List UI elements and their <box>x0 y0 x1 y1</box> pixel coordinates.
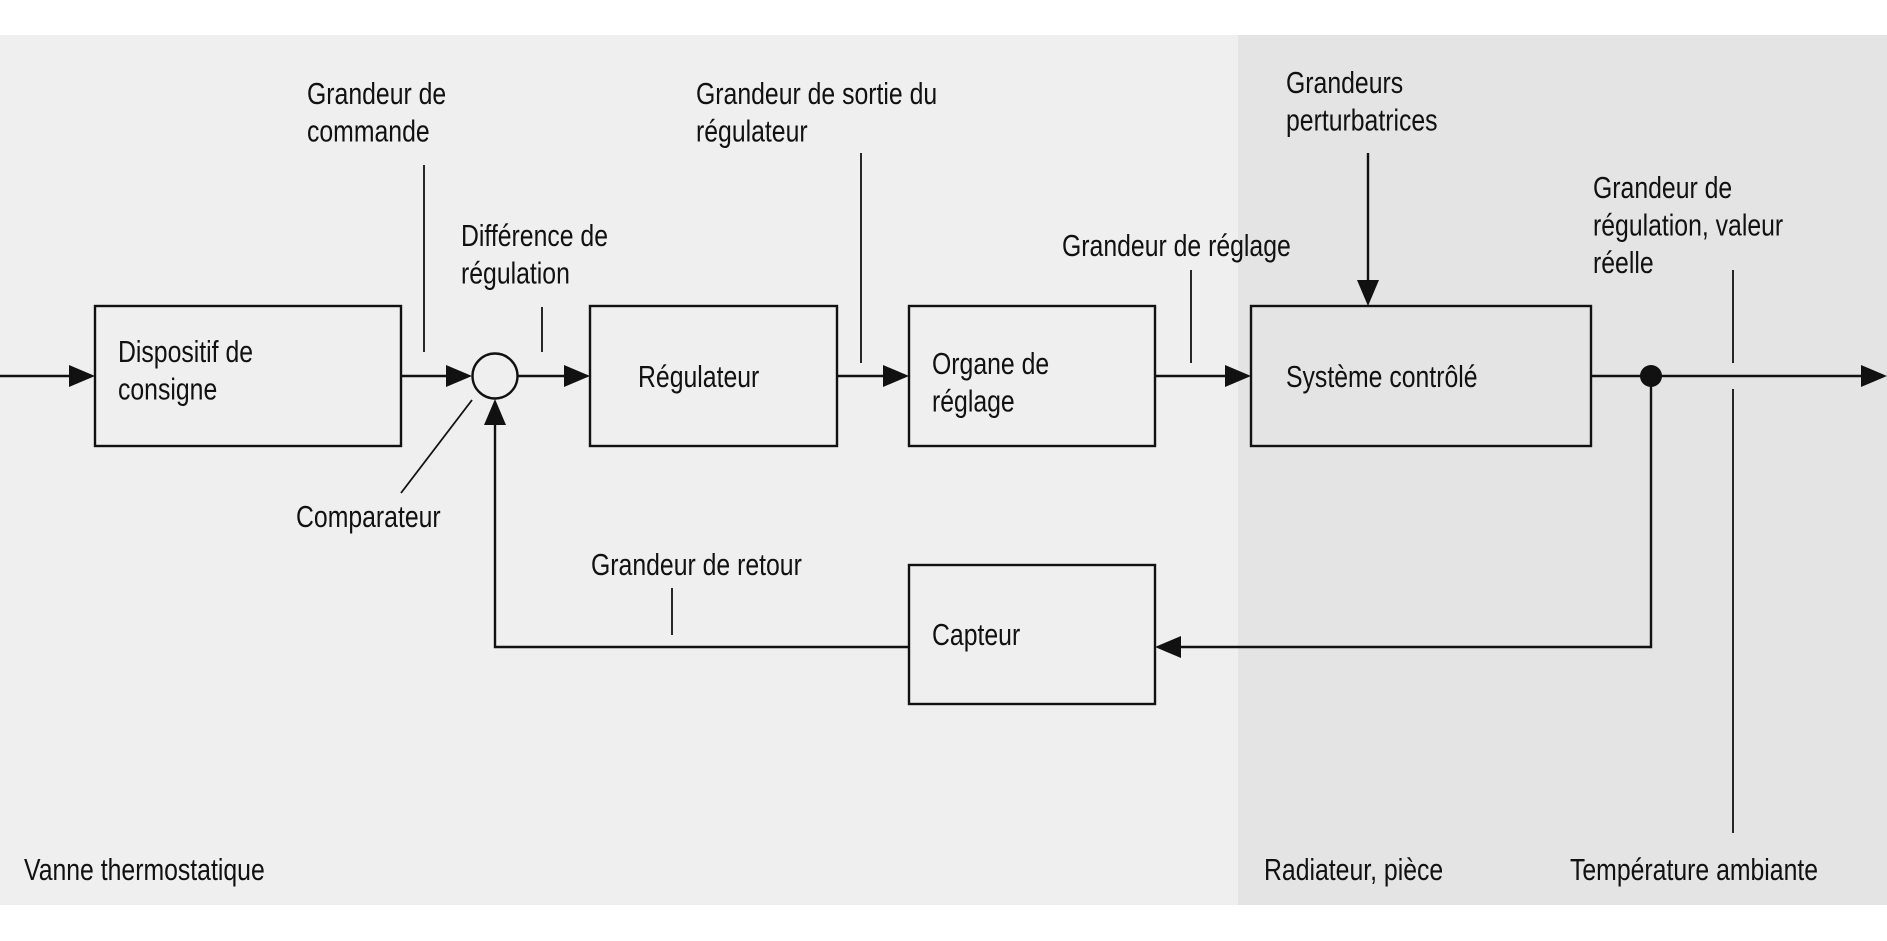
comparator-circle <box>471 352 519 400</box>
actuator-block-label-line: Organe de <box>932 346 1049 380</box>
controlled-variable-label-line: régulation, valeur <box>1593 208 1783 242</box>
thermostatic-valve-label: Vanne thermostatique <box>24 852 265 886</box>
controller-input-arrowhead <box>564 365 590 387</box>
error-signal-label-line: régulation <box>461 256 570 290</box>
actuator-block-label: Organe de réglage <box>932 346 1049 418</box>
input-arrowhead <box>69 365 95 387</box>
manipulated-variable-label: Grandeur de réglage <box>1062 228 1291 262</box>
controlled-variable-label-line: réelle <box>1593 245 1654 279</box>
disturbances-label: Grandeurs perturbatrices <box>1286 65 1438 137</box>
feedback-to-sensor-connector <box>1180 376 1653 649</box>
error-signal-label-line: Différence de <box>461 218 608 252</box>
controller-output-label: Grandeur de sortie du régulateur <box>696 76 937 148</box>
disturbance-arrowhead <box>1357 280 1379 306</box>
comparator-label-line: Comparateur <box>296 499 441 533</box>
radiator-room-label-line: Radiateur, pièce <box>1264 852 1443 886</box>
disturbances-label-line: Grandeurs <box>1286 65 1403 99</box>
setpoint-block-label-line: consigne <box>118 372 217 406</box>
radiator-room-label: Radiateur, pièce <box>1264 852 1443 886</box>
sensor-block-label: Capteur <box>932 617 1020 651</box>
sensor-to-comparator-connector <box>493 423 909 649</box>
sensor-block <box>907 563 1157 706</box>
comparator-feedback-arrowhead <box>484 399 506 425</box>
comparator-label: Comparateur <box>296 499 441 533</box>
reference-signal-label-line: commande <box>307 114 430 148</box>
controller-block-label-line: Régulateur <box>638 359 759 393</box>
actuator-block-label-line: réglage <box>932 384 1015 418</box>
reference-signal-label-line: Grandeur de <box>307 76 446 110</box>
feedback-signal-label: Grandeur de retour <box>591 547 802 581</box>
radiator-room-region <box>1238 35 1887 905</box>
output-arrowhead <box>1861 365 1887 387</box>
sensor-block-label-line: Capteur <box>932 617 1020 651</box>
controlled-variable-label-line: Grandeur de <box>1593 170 1732 204</box>
thermostatic-valve-label-line: Vanne thermostatique <box>24 852 265 886</box>
feedback-signal-label-line: Grandeur de retour <box>591 547 802 581</box>
thermostatic-valve-region <box>0 35 1238 905</box>
reference-signal-label: Grandeur de commande <box>307 76 446 148</box>
setpoint-block-label-line: Dispositif de <box>118 334 253 368</box>
comparator-input-arrowhead <box>446 365 472 387</box>
ambient-temperature-label: Température ambiante <box>1570 852 1818 886</box>
controller-output-label-line: régulateur <box>696 114 808 148</box>
error-signal-label: Différence de régulation <box>461 218 608 290</box>
plant-block-label-line: Système contrôlé <box>1286 359 1478 393</box>
controller-output-label-line: Grandeur de sortie du <box>696 76 937 110</box>
comparator-leader-line <box>400 399 473 494</box>
sensor-input-arrowhead <box>1155 636 1181 658</box>
disturbances-label-line: perturbatrices <box>1286 103 1438 137</box>
manipulated-variable-label-line: Grandeur de réglage <box>1062 228 1291 262</box>
setpoint-block-label: Dispositif de consigne <box>118 334 253 406</box>
plant-block-label: Système contrôlé <box>1286 359 1478 393</box>
actuator-input-arrowhead <box>883 365 909 387</box>
plant-input-arrowhead <box>1225 365 1251 387</box>
ambient-temperature-label-line: Température ambiante <box>1570 852 1818 886</box>
controller-block-label: Régulateur <box>638 359 759 393</box>
